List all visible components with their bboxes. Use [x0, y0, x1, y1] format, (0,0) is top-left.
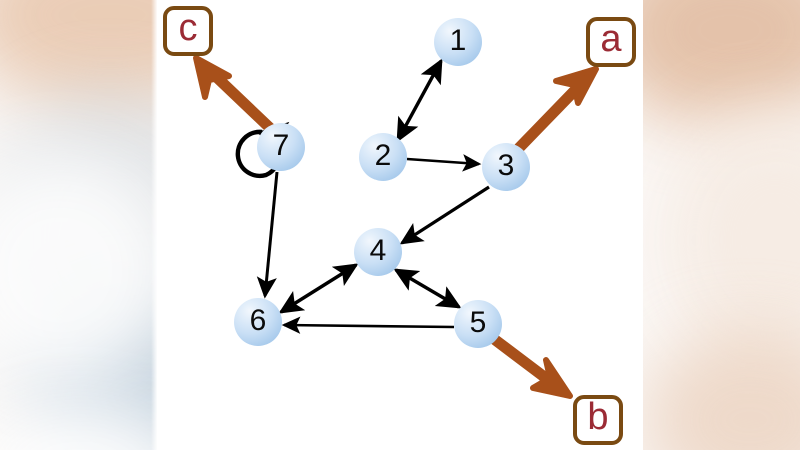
graph-node-5[interactable]: 5	[454, 300, 502, 348]
terminal-label-b: b	[587, 396, 609, 438]
graph-node-4[interactable]: 4	[354, 228, 402, 276]
node-label-1: 1	[449, 24, 467, 57]
graph-node-2[interactable]: 2	[359, 133, 407, 181]
graph-node-6[interactable]: 6	[234, 298, 282, 346]
graph-node-1[interactable]: 1	[434, 18, 482, 66]
terminal-box-a[interactable]: a	[586, 17, 636, 67]
edge-2-3	[406, 154, 482, 172]
output-arrow-7-c	[193, 55, 277, 135]
terminal-label-c: c	[178, 7, 198, 49]
node-label-6: 6	[249, 304, 267, 337]
edge-4-5	[393, 268, 462, 309]
edge-6-4	[278, 263, 359, 314]
edge-7-6	[256, 171, 279, 299]
node-label-5: 5	[469, 306, 487, 339]
graph-node-7[interactable]: 7	[257, 123, 305, 171]
terminal-box-c[interactable]: c	[163, 6, 213, 56]
node-label-4: 4	[369, 234, 387, 267]
output-arrow-3-a	[513, 66, 599, 154]
edge-3-4	[399, 185, 490, 245]
graph-node-3[interactable]: 3	[482, 143, 530, 191]
node-label-3: 3	[497, 149, 515, 182]
terminal-box-b[interactable]: b	[573, 395, 623, 445]
output-arrow-5-b	[488, 333, 573, 399]
terminal-label-a: a	[600, 18, 622, 60]
node-label-7: 7	[272, 129, 290, 162]
edge-2-1	[396, 58, 443, 143]
edge-5-6	[281, 316, 455, 334]
node-label-2: 2	[374, 139, 392, 172]
